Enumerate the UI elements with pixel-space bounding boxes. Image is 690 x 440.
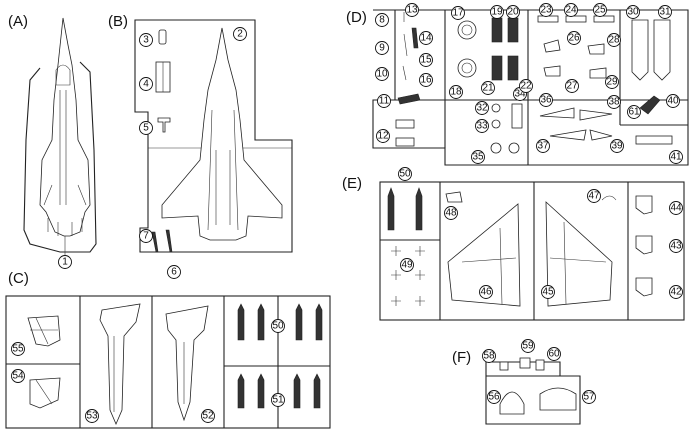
sprue-f: (F) 58 59 60 56 57 xyxy=(452,339,596,425)
part-number-23: 23 xyxy=(540,5,552,16)
part-number-14: 14 xyxy=(420,33,432,44)
part-number-4: 4 xyxy=(143,79,149,90)
part-number-27: 27 xyxy=(566,81,578,92)
part-number-11: 11 xyxy=(379,96,390,107)
sprue-f-label: (F) xyxy=(452,349,471,366)
sprue-c: (C) 55 54 53 52 50 51 xyxy=(5,270,331,429)
part-number-9: 9 xyxy=(379,43,385,54)
part-number-43: 43 xyxy=(670,241,682,252)
part-number-29: 29 xyxy=(606,77,618,88)
part-number-15: 15 xyxy=(420,55,432,66)
upper-fuselage-part xyxy=(39,17,91,237)
part-number-45: 45 xyxy=(542,287,554,298)
part-number-56: 56 xyxy=(488,392,500,403)
sprue-e: (E) 50 48 49 46 45 47 44 43 42 xyxy=(342,167,685,321)
part-number-34: 34 xyxy=(514,89,526,100)
part-number-59: 59 xyxy=(522,341,534,352)
part-number-28: 28 xyxy=(608,35,620,46)
part-number-6: 6 xyxy=(171,267,177,278)
part-number-21: 21 xyxy=(482,83,494,94)
part-number-35: 35 xyxy=(472,152,484,163)
part-number-53: 53 xyxy=(86,411,98,422)
part-number-12: 12 xyxy=(377,131,389,142)
sprue-a-label: (A) xyxy=(8,13,28,30)
part-number-2: 2 xyxy=(237,29,243,40)
part-number-30: 30 xyxy=(627,7,639,18)
part-number-24: 24 xyxy=(565,5,577,16)
part-number-18: 18 xyxy=(450,87,462,98)
part-number-3: 3 xyxy=(143,35,149,46)
part-number-38: 38 xyxy=(608,97,620,108)
canopy-part xyxy=(499,391,525,415)
part-number-50-c: 50 xyxy=(272,321,284,332)
part-number-8: 8 xyxy=(379,15,385,26)
part-number-17: 17 xyxy=(452,8,464,19)
part-number-36: 36 xyxy=(540,95,552,106)
sprue-a: (A) 1 xyxy=(8,13,97,269)
part-number-16: 16 xyxy=(420,75,432,86)
lower-fuselage-part xyxy=(161,27,283,241)
part-number-39: 39 xyxy=(611,141,623,152)
part-number-7: 7 xyxy=(143,231,149,242)
part-number-1: 1 xyxy=(62,257,68,268)
part-number-22: 22 xyxy=(520,81,532,92)
part-number-25: 25 xyxy=(594,5,606,16)
part-number-20: 20 xyxy=(507,7,519,18)
part-number-46: 46 xyxy=(480,287,492,298)
sprue-d-label: (D) xyxy=(346,9,367,26)
part-number-26: 26 xyxy=(568,33,580,44)
part-number-13: 13 xyxy=(406,5,418,16)
part-number-60: 60 xyxy=(548,349,560,360)
sprue-b-label: (B) xyxy=(108,13,128,30)
part-number-5: 5 xyxy=(143,123,149,134)
part-number-61: 61 xyxy=(628,107,640,118)
part-number-42: 42 xyxy=(670,287,682,298)
part-number-52: 52 xyxy=(202,411,214,422)
part-number-37: 37 xyxy=(537,141,549,152)
part-number-51: 51 xyxy=(272,395,284,406)
part-number-57: 57 xyxy=(583,392,595,403)
left-wing-part xyxy=(447,203,521,307)
part-number-31: 31 xyxy=(659,7,671,18)
part-number-19: 19 xyxy=(491,7,503,18)
sprue-e-label: (E) xyxy=(342,175,362,192)
right-wing-part xyxy=(545,201,613,307)
sprue-c-label: (C) xyxy=(8,270,29,287)
part-number-55: 55 xyxy=(12,344,24,355)
part-number-44: 44 xyxy=(670,203,682,214)
sprue-b: (B) 2 3 4 5 7 6 xyxy=(108,13,293,279)
part-number-58: 58 xyxy=(483,351,495,362)
part-number-49: 49 xyxy=(401,260,413,271)
sprue-d: (D) 8 9 10 11 12 13 14 15 16 17 18 19 20… xyxy=(346,3,689,166)
part-number-33: 33 xyxy=(476,121,488,132)
part-number-10: 10 xyxy=(376,69,388,80)
part-number-41: 41 xyxy=(670,152,682,163)
part-number-47: 47 xyxy=(588,191,600,202)
part-number-50-e: 50 xyxy=(399,169,411,180)
part-number-54: 54 xyxy=(12,371,24,382)
part-number-32: 32 xyxy=(476,103,488,114)
part-number-40: 40 xyxy=(667,96,679,107)
part-number-48: 48 xyxy=(445,208,457,219)
